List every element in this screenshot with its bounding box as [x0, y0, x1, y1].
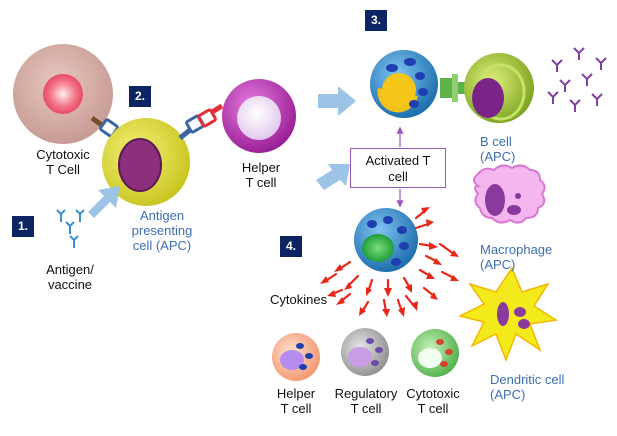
bcell-connector: [440, 74, 468, 102]
apc-label-line2: presenting: [131, 223, 193, 238]
cytotoxic-t-cell-label: Cytotoxic T Cell: [18, 147, 108, 177]
macrophage: [473, 164, 546, 224]
dendritic-label-line1: Dendritic cell: [490, 372, 565, 387]
helper-bottom-label-line1: Helper: [276, 386, 316, 401]
helper-t-cell-bottom-label: Helper T cell: [264, 386, 328, 416]
cytotoxic-bottom-label-line1: Cytotoxic: [406, 386, 460, 401]
flow-arrows: [88, 86, 356, 218]
bcell-label-line1: B cell: [480, 134, 512, 149]
helper-bottom-label-line2: T cell: [280, 401, 312, 416]
apc-label: Antigen presenting cell (APC): [116, 208, 208, 253]
dendritic-cell: [457, 266, 559, 363]
activated-label-line1: Activated T: [365, 153, 431, 168]
cytotoxic-label-line1: Cytotoxic: [36, 147, 90, 162]
macrophage-label-line2: (APC): [480, 257, 516, 272]
helper-t-cell-bottom: [272, 333, 320, 381]
cytotoxic-t-cell-bottom-label: Cytotoxic T cell: [398, 386, 468, 416]
antigen-label: Antigen/ vaccine: [30, 262, 110, 292]
macrophage-label-line1: Macrophage: [480, 242, 553, 257]
regulatory-label-line1: Regulatory: [334, 386, 398, 401]
apc-label-line3: cell (APC): [132, 238, 192, 253]
activated-label-line2: cell: [388, 169, 408, 184]
antigen-label-line1: Antigen/: [46, 262, 94, 277]
regulatory-t-cell: [341, 328, 389, 376]
activated-t-cell-box: Activated T cell: [350, 148, 446, 188]
macrophage-label: Macrophage (APC): [480, 242, 552, 272]
cytotoxic-bottom-label-line2: T cell: [417, 401, 449, 416]
apc-label-line1: Antigen: [139, 208, 185, 223]
cytotoxic-t-cell-bottom: [411, 329, 459, 377]
helper-top-label-line1: Helper: [241, 160, 281, 175]
activated-t-cell-with-bcell: [370, 50, 438, 118]
activated-t-cell-secreting: [354, 208, 418, 272]
cytotoxic-label-line2: T Cell: [46, 162, 80, 177]
helper-top-label-line2: T cell: [245, 175, 277, 190]
dendritic-label-line2: (APC): [490, 387, 526, 402]
regulatory-t-cell-label: Regulatory T cell: [324, 386, 408, 416]
cytokines-label: Cytokines: [270, 292, 328, 307]
cytokine-arrows: [320, 207, 459, 317]
step-badge-1: 1.: [12, 216, 34, 237]
cytotoxic-t-cell-top: [13, 44, 113, 144]
antigen-presenting-cell: [102, 118, 190, 206]
step-badge-3: 3.: [365, 10, 387, 31]
step-badge-2: 2.: [129, 86, 151, 107]
antigen-label-line2: vaccine: [47, 277, 93, 292]
antigen-molecules: [56, 209, 85, 248]
b-cell-label: B cell (APC): [480, 134, 515, 164]
step-badge-4: 4.: [280, 236, 302, 257]
antibodies: [547, 47, 607, 112]
helper-t-cell-top: [222, 79, 296, 153]
bcell-label-line2: (APC): [480, 149, 516, 164]
b-cell: [464, 53, 534, 123]
receptor-link-helper: [178, 103, 224, 140]
regulatory-label-line2: T cell: [350, 401, 382, 416]
dendritic-cell-label: Dendritic cell (APC): [490, 372, 564, 402]
helper-t-cell-top-label: Helper T cell: [226, 160, 296, 190]
